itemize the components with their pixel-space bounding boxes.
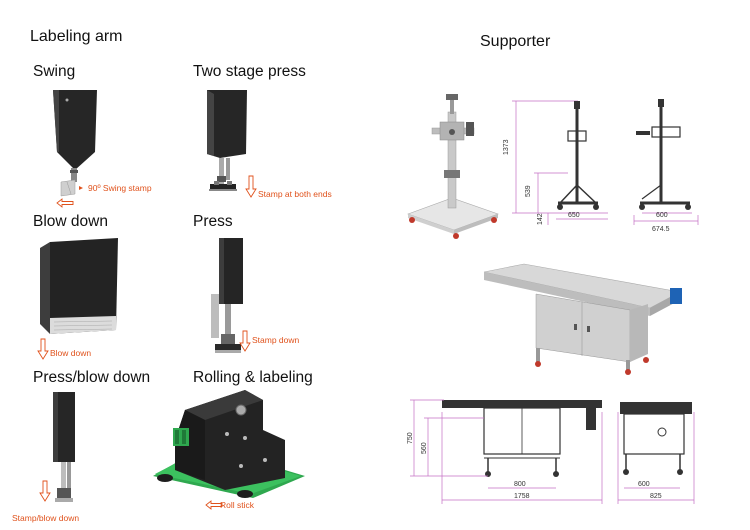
press-blow-down-note: Stamp/blow down (12, 513, 80, 523)
swing-label: Swing (33, 63, 76, 80)
dim-750: 750 (407, 432, 414, 444)
blow-down-label: Blow down (33, 213, 108, 230)
conveyor-photo (483, 263, 682, 375)
dim-674-5: 674.5 (652, 226, 670, 233)
conveyor-front-dimension-drawing: 750 560 800 1758 (407, 399, 603, 504)
press-label: Press (193, 213, 233, 230)
stand-side-dimension-drawing: 600 674.5 (633, 99, 699, 233)
stand-front-dimension-drawing: 1373 539 142 650 (503, 100, 608, 225)
press-note: Stamp down (252, 335, 300, 345)
labeling-arm-title: Labeling arm (30, 28, 123, 45)
dim-825: 825 (650, 493, 662, 500)
press-blow-down-drawing (53, 392, 75, 502)
press-blow-down-arrow-icon (39, 480, 51, 502)
dim-1758: 1758 (514, 493, 530, 500)
rolling-labeling-note: Roll stick (220, 500, 255, 510)
dim-800: 800 (514, 481, 526, 488)
blow-down-drawing (40, 238, 118, 334)
two-stage-arrow-icon (245, 175, 257, 198)
dim-1373: 1373 (503, 139, 510, 155)
swing-machine-drawing (53, 90, 97, 208)
two-stage-press-label: Two stage press (193, 63, 306, 80)
stand-photo (407, 94, 499, 239)
press-blow-down-label: Press/blow down (33, 369, 151, 386)
rolling-labeling-label: Rolling & labeling (193, 369, 313, 386)
dim-539: 539 (525, 185, 532, 197)
conveyor-side-dimension-drawing: 600 825 (617, 402, 695, 504)
dim-142: 142 (537, 213, 544, 225)
dim-650: 650 (568, 212, 580, 219)
rolling-labeling-drawing (153, 390, 305, 510)
press-drawing (211, 238, 243, 353)
dim-560: 560 (421, 442, 428, 454)
supporter-title: Supporter (480, 33, 551, 50)
two-stage-press-note: Stamp at both ends (258, 189, 332, 199)
blow-down-note: Blow down (50, 348, 92, 358)
swing-note: 90º Swing stamp (88, 183, 152, 193)
two-stage-press-drawing (207, 90, 247, 191)
dim-600: 600 (656, 212, 668, 219)
dim-600-conveyor: 600 (638, 481, 650, 488)
press-arrow-icon (239, 330, 251, 352)
blow-down-arrow-icon (37, 338, 49, 360)
